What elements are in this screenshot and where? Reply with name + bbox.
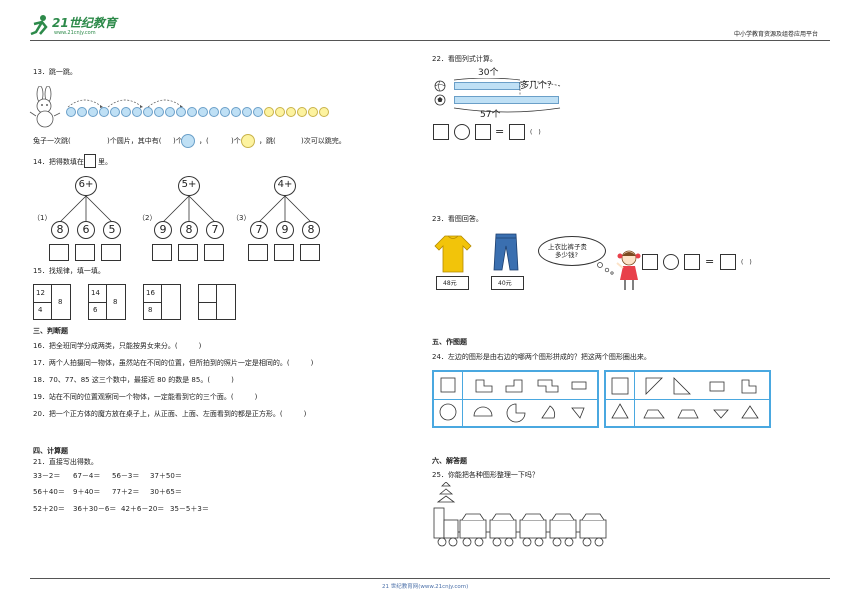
bead-row — [66, 107, 366, 119]
operator-circle[interactable] — [663, 254, 679, 270]
rabbit-icon — [29, 86, 61, 128]
answer-box[interactable] — [152, 244, 172, 261]
tree-3: （3） 4+ 7 9 8 — [232, 176, 332, 266]
answer-box — [84, 154, 96, 168]
q23-title: 23．看图回答。 — [432, 215, 483, 223]
answer-box[interactable] — [75, 244, 95, 261]
answer-box[interactable] — [274, 244, 294, 261]
bubble-tail-icon — [597, 262, 614, 275]
q24-text: 24．左边的图形是由右边的哪两个图形拼成的？把这两个图形圈出来。 — [432, 353, 651, 361]
runner-logo-icon — [30, 15, 48, 36]
footer-rule — [30, 578, 830, 579]
answer-box[interactable] — [248, 244, 268, 261]
answer-box[interactable] — [720, 254, 736, 270]
section4-title: 四、计算题 — [33, 447, 68, 455]
q15-title: 15．找规律，填一填。 — [33, 267, 105, 275]
answer-box[interactable] — [204, 244, 224, 261]
platform-title: 中小学教育资源及组卷应用平台 — [733, 31, 818, 38]
volleyball-icon — [434, 80, 446, 92]
q13-answer-line: 兔子一次跳( )个圆片，其中有( )个 ，( )个 ，跳( )次可以跳完。 — [33, 134, 393, 148]
section3-title: 三、判断题 — [33, 327, 68, 335]
q14-title: 14．把得数填在 — [33, 158, 84, 166]
q22-title: 22．看图列式计算。 — [432, 55, 497, 63]
logo: 21世纪教育 www.21cnjy.com — [30, 14, 140, 40]
q25-text: 25．你能把各种图形整理一下吗？ — [432, 471, 539, 479]
footer-text: 21 世纪教育网(www.21cnjy.com) — [382, 584, 469, 590]
answer-box[interactable] — [49, 244, 69, 261]
answer-box[interactable] — [433, 124, 449, 140]
q22-top-label: 30个 — [478, 68, 499, 78]
jump-arcs — [67, 99, 183, 108]
train-icon — [433, 482, 607, 547]
price-tag-shirt — [436, 276, 469, 290]
tree-1: （1） 6+ 8 6 5 — [33, 176, 133, 266]
q19: 19．站在不同的位置观察同一个物体，一定能看到它的三个面。( ) — [33, 393, 258, 401]
answer-box[interactable] — [684, 254, 700, 270]
sweater-icon — [434, 235, 472, 273]
logo-url: www.21cnjy.com — [54, 30, 96, 36]
answer-box[interactable] — [178, 244, 198, 261]
q18: 18．70、77、85 这三个数中，最接近 80 的数是 85。( ) — [33, 376, 234, 384]
q22-equation: = ( ) — [433, 124, 563, 142]
header-rule — [30, 40, 830, 41]
yellow-bead-icon — [241, 134, 255, 148]
girl-icon — [616, 250, 641, 290]
q14-title-end: 里。 — [98, 158, 112, 166]
blue-bead-icon — [181, 134, 195, 148]
calc-rows: 33－2＝ 67－4＝ 56－3＝ 37＋50＝ 56＋40＝ 9＋40＝ 77… — [33, 472, 209, 513]
answer-box[interactable] — [101, 244, 121, 261]
answer-box[interactable] — [300, 244, 320, 261]
q23-equation: = ( ) — [642, 254, 772, 272]
q20: 20．把一个正方体的魔方放在桌子上，从正面、上面、左面看到的都是正方形。( ) — [33, 410, 307, 418]
speech-bubble: 上衣比裤子贵 多少钱? — [538, 236, 606, 266]
jeans-icon — [493, 233, 519, 271]
pattern-grid-3[interactable]: 16 8 — [143, 284, 181, 320]
pattern-grid-4[interactable] — [198, 284, 236, 320]
answer-box[interactable] — [475, 124, 491, 140]
pattern-grids: 12 4 8 14 6 8 16 8 — [33, 284, 243, 324]
q22-bottom-label: 57个 — [480, 110, 501, 120]
logo-text: 21世纪教育 — [52, 16, 117, 30]
section6-title: 六、解答题 — [432, 457, 467, 465]
operator-circle[interactable] — [454, 124, 470, 140]
q16: 16．把全班同学分成两类，只能按男女来分。( ) — [33, 342, 202, 350]
q21-title: 21．直接写出得数。 — [33, 458, 98, 466]
q13-title: 13．跳一跳。 — [33, 68, 77, 76]
price-tag-pants — [491, 276, 524, 290]
q22-question: 多几个？ — [520, 81, 557, 91]
shapes-panel-right — [604, 370, 771, 428]
soccer-ball-icon — [434, 94, 446, 106]
shapes-panel-left — [432, 370, 599, 428]
q17: 17．两个人拍摄同一物体，虽然站在不同的位置，但所拍到的照片一定是相同的。( ) — [33, 359, 314, 367]
answer-box[interactable] — [509, 124, 525, 140]
tree-2: （2） 5+ 9 8 7 — [138, 176, 238, 266]
section5-title: 五、作图题 — [432, 338, 467, 346]
answer-box[interactable] — [642, 254, 658, 270]
q22-diagram — [434, 78, 594, 118]
